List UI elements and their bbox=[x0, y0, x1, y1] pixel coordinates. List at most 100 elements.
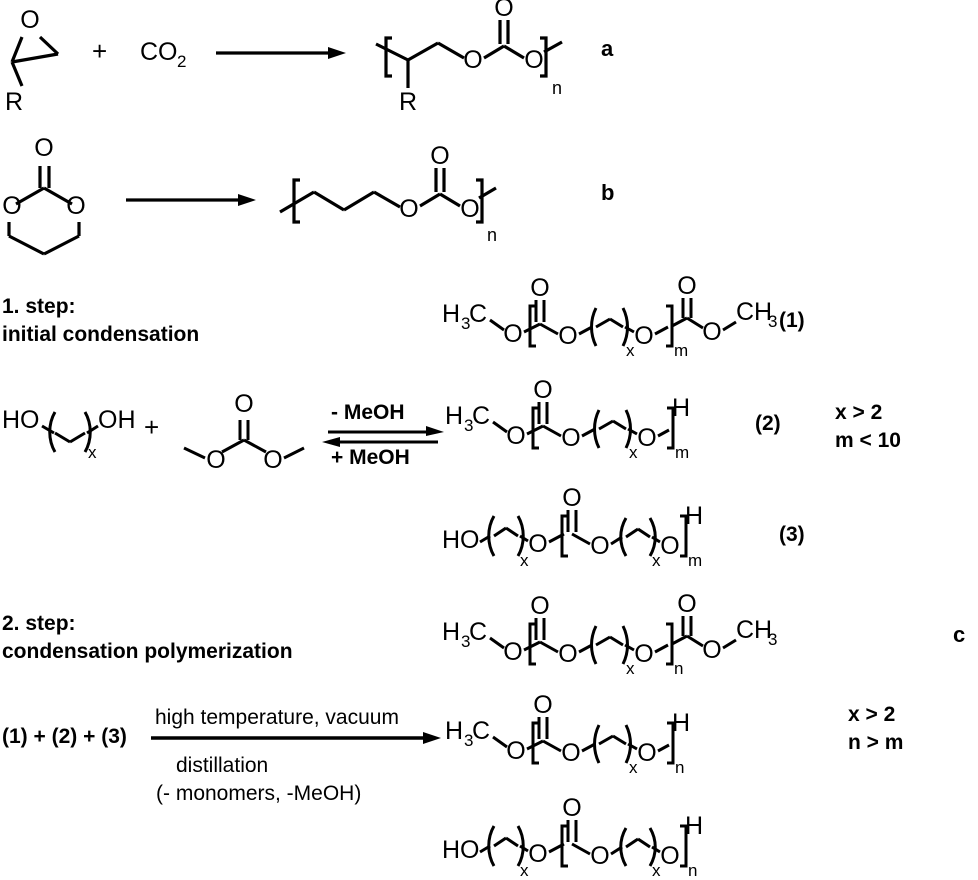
p2-chain-repeat-right-label: x bbox=[652, 861, 661, 880]
equilibrium-arrow-bottom-label: + MeOH bbox=[331, 446, 410, 469]
s2t-left-end-h-label: H bbox=[442, 618, 460, 646]
s2-right-end-h-label: H bbox=[672, 394, 690, 422]
s2t-bracket-repeat-label: n bbox=[674, 659, 683, 678]
step1-condition-line1: x > 2 bbox=[835, 401, 883, 424]
s3-carbonyl-label: O bbox=[562, 484, 581, 512]
step2-arrow-bottom-line2: (- monomers, -MeOH) bbox=[156, 782, 362, 805]
s2-o-mid-right-label: O bbox=[637, 424, 656, 452]
row-a-plus: + bbox=[92, 36, 108, 66]
s1-left-end-h-label: H bbox=[442, 300, 460, 328]
equilibrium-arrow-icon bbox=[322, 426, 444, 447]
co2-element-label: CO bbox=[140, 38, 178, 66]
step2-product-1-drawing: H 3 C O O O x O n H bbox=[445, 691, 690, 777]
s2-chain-repeat-label: x bbox=[629, 443, 638, 462]
polytrimethylene-carbonate-structure: O O O n bbox=[279, 142, 497, 245]
polycarbonate-a-structure: R O O O n bbox=[375, 0, 563, 116]
p2-right-end-h-label: H bbox=[685, 812, 703, 840]
diol-repeat-label: x bbox=[88, 443, 97, 462]
s3-o-left-label: O bbox=[528, 530, 547, 558]
p1-bracket-repeat-label: n bbox=[675, 758, 684, 777]
p2-o-left-label: O bbox=[528, 840, 547, 868]
s1-carbonyl-right-label: O bbox=[677, 272, 696, 300]
equilibrium-arrow bbox=[322, 426, 444, 448]
s2t-chain-repeat-label: x bbox=[626, 659, 635, 678]
row-b-cyclic-carbonate: O O O bbox=[0, 130, 110, 258]
s1-right-end-sub-label: 3 bbox=[768, 312, 777, 331]
epoxide-structure: O R bbox=[5, 6, 60, 116]
reaction-arrow-icon bbox=[151, 732, 441, 744]
p1-right-end-h-label: H bbox=[672, 709, 690, 737]
cyclic-oxygen-left-label: O bbox=[2, 192, 21, 220]
epoxide-oxygen-label: O bbox=[20, 6, 39, 34]
dmc-o-right-label: O bbox=[263, 446, 282, 474]
p1-ester-o-left-label: O bbox=[506, 737, 525, 765]
s2-carbonyl-label: O bbox=[533, 376, 552, 404]
s1-bracket-repeat-label: m bbox=[674, 341, 688, 360]
s2t-ester-o-right-label: O bbox=[702, 636, 721, 664]
diol-structure: HO x OH bbox=[2, 406, 136, 462]
equilibrium-arrow-top-label: - MeOH bbox=[331, 401, 405, 424]
structure-1: H 3 C O O O x O m O O CH 3 bbox=[440, 272, 777, 360]
step2-title-line1: 2. step: bbox=[2, 612, 76, 635]
product-b-repeat-label: n bbox=[487, 225, 497, 245]
dimethyl-carbonate-structure: O O O bbox=[183, 390, 305, 474]
co2-subscript-label: 2 bbox=[177, 52, 186, 71]
step2-arrow-bottom-line1: distillation bbox=[176, 754, 269, 777]
s2-left-end-sub-label: 3 bbox=[464, 416, 473, 435]
dmc-carbonyl-label: O bbox=[234, 390, 253, 418]
s2-o-mid-left-label: O bbox=[561, 424, 580, 452]
row-b-arrow bbox=[126, 190, 256, 210]
s2-left-end-c-label: C bbox=[472, 402, 490, 430]
p2-left-end-ho-label: HO bbox=[442, 836, 480, 864]
step2-condition-line1: x > 2 bbox=[848, 703, 896, 726]
s2t-left-end-c-label: C bbox=[469, 618, 487, 646]
step1-title-line2: initial condensation bbox=[2, 323, 200, 346]
step2-top-structure-drawing: H 3 C O O O x O n O O CH 3 bbox=[442, 590, 777, 678]
s2t-carbonyl-left-label: O bbox=[530, 592, 549, 620]
reaction-arrow-icon bbox=[126, 194, 256, 206]
s2t-right-end-c-label: CH bbox=[736, 616, 772, 644]
p2-o-mid-label: O bbox=[590, 842, 609, 870]
p1-o-mid-left-label: O bbox=[561, 739, 580, 767]
product-a-carbonyl-label: O bbox=[494, 0, 513, 22]
step2-product-2: HO x O O O x O n H bbox=[440, 794, 703, 880]
s2t-carbonyl-right-label: O bbox=[677, 590, 696, 618]
s2-ester-o-left-label: O bbox=[506, 422, 525, 450]
row-a-product: R O O O n bbox=[368, 0, 568, 116]
cyclic-carbonyl-label: O bbox=[34, 134, 53, 162]
s2t-o-mid-right-label: O bbox=[634, 640, 653, 668]
s2t-left-end-sub-label: 3 bbox=[461, 632, 470, 651]
product-b-carbonyl-label: O bbox=[430, 142, 449, 170]
p1-chain-repeat-label: x bbox=[629, 758, 638, 777]
s1-chain-repeat-label: x bbox=[626, 341, 635, 360]
s1-ester-o-left-label: O bbox=[503, 320, 522, 348]
step2-title-line2: condensation polymerization bbox=[2, 640, 293, 663]
reactant-diol: HO x OH bbox=[0, 400, 140, 462]
s2t-o-mid-left-label: O bbox=[558, 640, 577, 668]
product-a-repeat-label: n bbox=[552, 78, 562, 98]
row-a-arrow bbox=[216, 43, 346, 63]
s3-right-end-h-label: H bbox=[685, 502, 703, 530]
structure-2: H 3 C O O O x O m H bbox=[443, 376, 693, 462]
s1-carbonyl-left-label: O bbox=[530, 274, 549, 302]
scheme-label-c: c bbox=[953, 622, 966, 647]
step2-structure-top: H 3 C O O O x O n O O CH 3 bbox=[440, 590, 777, 678]
structure-2-number: (2) bbox=[755, 412, 781, 435]
scheme-label-b: b bbox=[601, 180, 615, 205]
step2-arrow bbox=[151, 732, 441, 748]
step2-product-2-drawing: HO x O O O x O n H bbox=[442, 794, 703, 880]
p2-chain-repeat-left-label: x bbox=[520, 861, 529, 880]
p1-carbonyl-label: O bbox=[533, 691, 552, 719]
product-a-r-group-label: R bbox=[399, 88, 417, 116]
p1-o-mid-right-label: O bbox=[637, 739, 656, 767]
s3-left-end-ho-label: HO bbox=[442, 526, 480, 554]
s1-left-end-c-label: C bbox=[469, 300, 487, 328]
product-b-oxygen2-label: O bbox=[460, 195, 479, 223]
p1-left-end-c-label: C bbox=[472, 717, 490, 745]
dmc-o-left-label: O bbox=[206, 446, 225, 474]
p1-left-end-sub-label: 3 bbox=[464, 731, 473, 750]
structure-1-number: (1) bbox=[779, 309, 805, 332]
product-a-oxygen2-label: O bbox=[524, 46, 543, 74]
trimethylene-carbonate-structure: O O O bbox=[2, 134, 86, 256]
p2-bracket-repeat-label: n bbox=[688, 861, 697, 880]
